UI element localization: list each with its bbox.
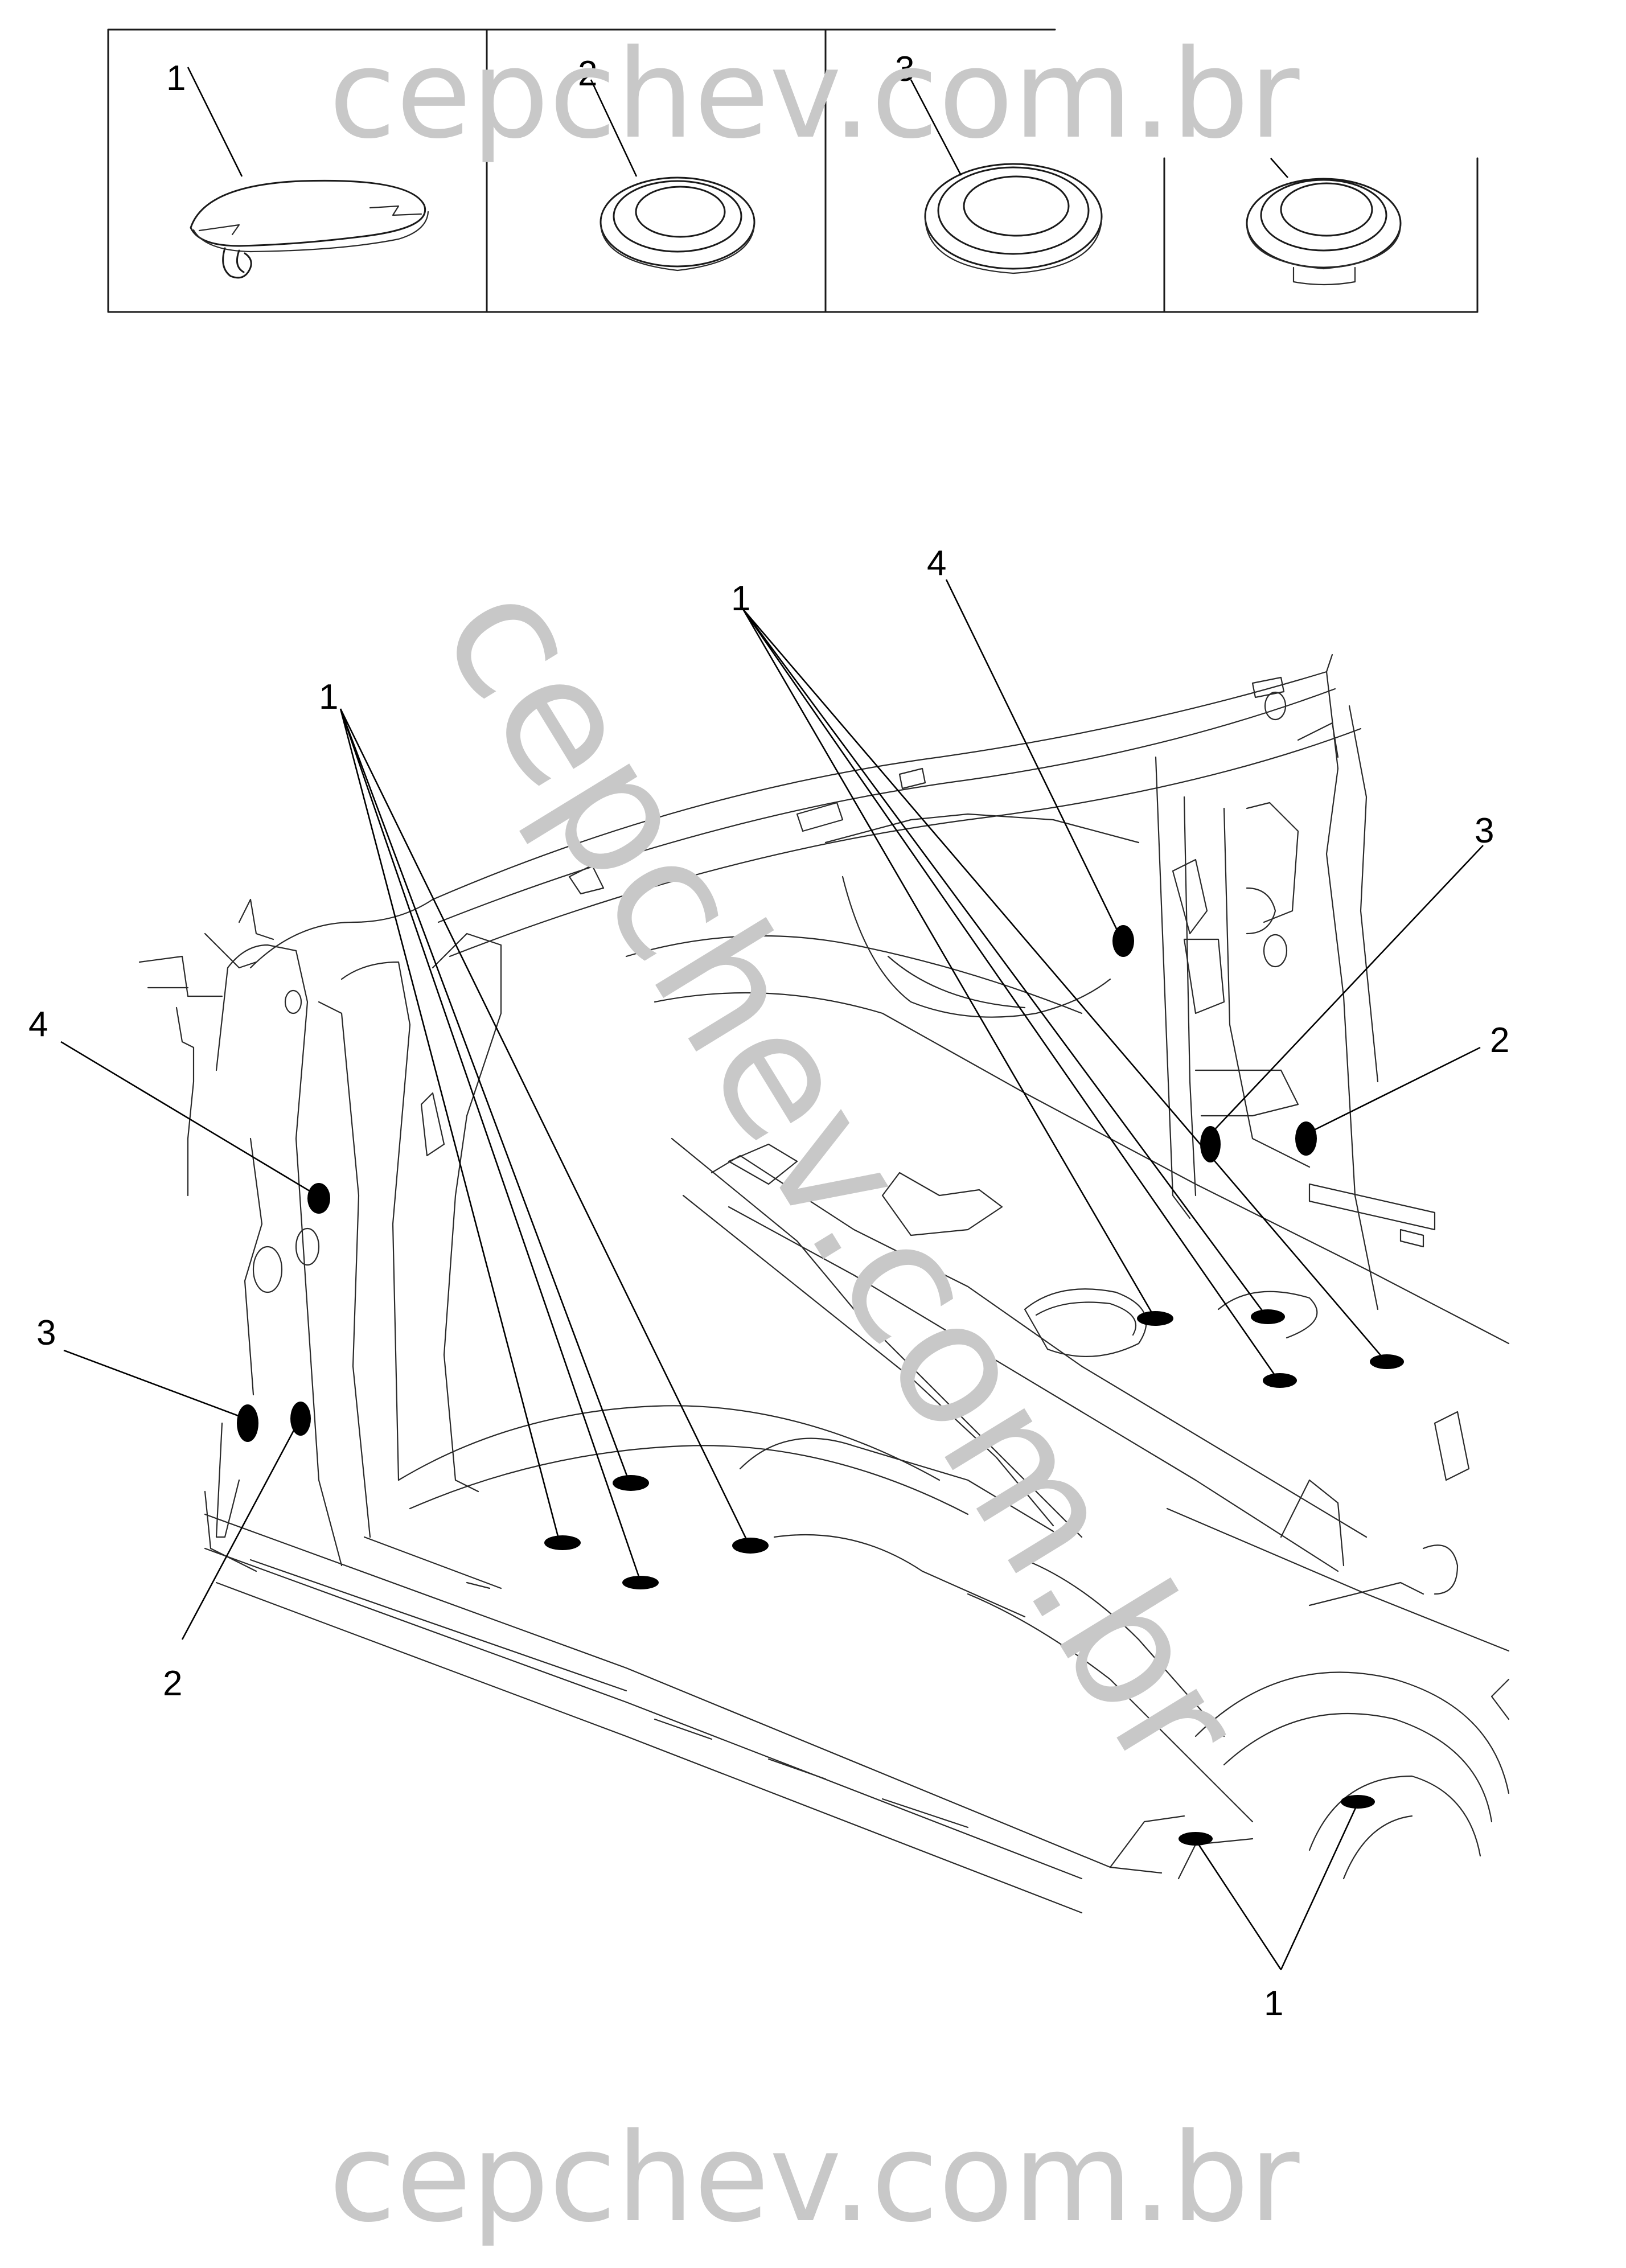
plug-marker (237, 1404, 258, 1442)
plug-marker (307, 1183, 330, 1214)
plug-marker (544, 1535, 581, 1550)
callout-4-top: 4 (927, 544, 946, 583)
plug-marker (1370, 1354, 1404, 1369)
plug-clip-icon: 1 (166, 59, 429, 279)
watermark-top: cepchev.com.br (329, 23, 1300, 166)
plug-marker (1200, 1126, 1221, 1162)
legend-number-1: 1 (166, 59, 186, 98)
callout-1-bottom: 1 (1264, 1984, 1283, 2023)
callout-1-top: 1 (731, 579, 750, 618)
callout-3-right: 3 (1475, 811, 1494, 850)
callout-2-left: 2 (163, 1664, 182, 1703)
watermark-diagonal: cepchev.com.br (403, 547, 1281, 1807)
callout-3-left: 3 (36, 1313, 56, 1353)
watermark-bottom: cepchev.com.br (329, 2106, 1300, 2249)
callout-1-left: 1 (319, 677, 338, 717)
plug-marker (1263, 1373, 1297, 1388)
legend-number-2: 2 (578, 54, 597, 93)
grommet-flanged-icon (1246, 158, 1402, 286)
callout-labels: 1 1 4 3 2 4 3 2 1 (28, 544, 1509, 2023)
plug-marker (1112, 925, 1134, 957)
plug-marker (1251, 1309, 1285, 1324)
callout-4-left: 4 (28, 1005, 48, 1044)
leader-lines (60, 579, 1484, 1970)
grommet-large-icon: 3 (895, 50, 1103, 274)
plug-marker (622, 1576, 659, 1589)
plug-marker (1179, 1832, 1213, 1846)
callout-2-right: 2 (1490, 1021, 1509, 1060)
plug-marker (613, 1475, 649, 1491)
grommet-small-icon: 2 (578, 54, 755, 272)
parts-legend: 1 2 3 (107, 28, 1479, 313)
vehicle-body-underside (138, 654, 1510, 1914)
plug-marker (1295, 1121, 1317, 1156)
plug-marker (732, 1538, 769, 1554)
watermark: cepchev.com.br cepchev.com.br cepchev.co… (329, 23, 1300, 2249)
legend-number-3: 3 (895, 50, 914, 89)
